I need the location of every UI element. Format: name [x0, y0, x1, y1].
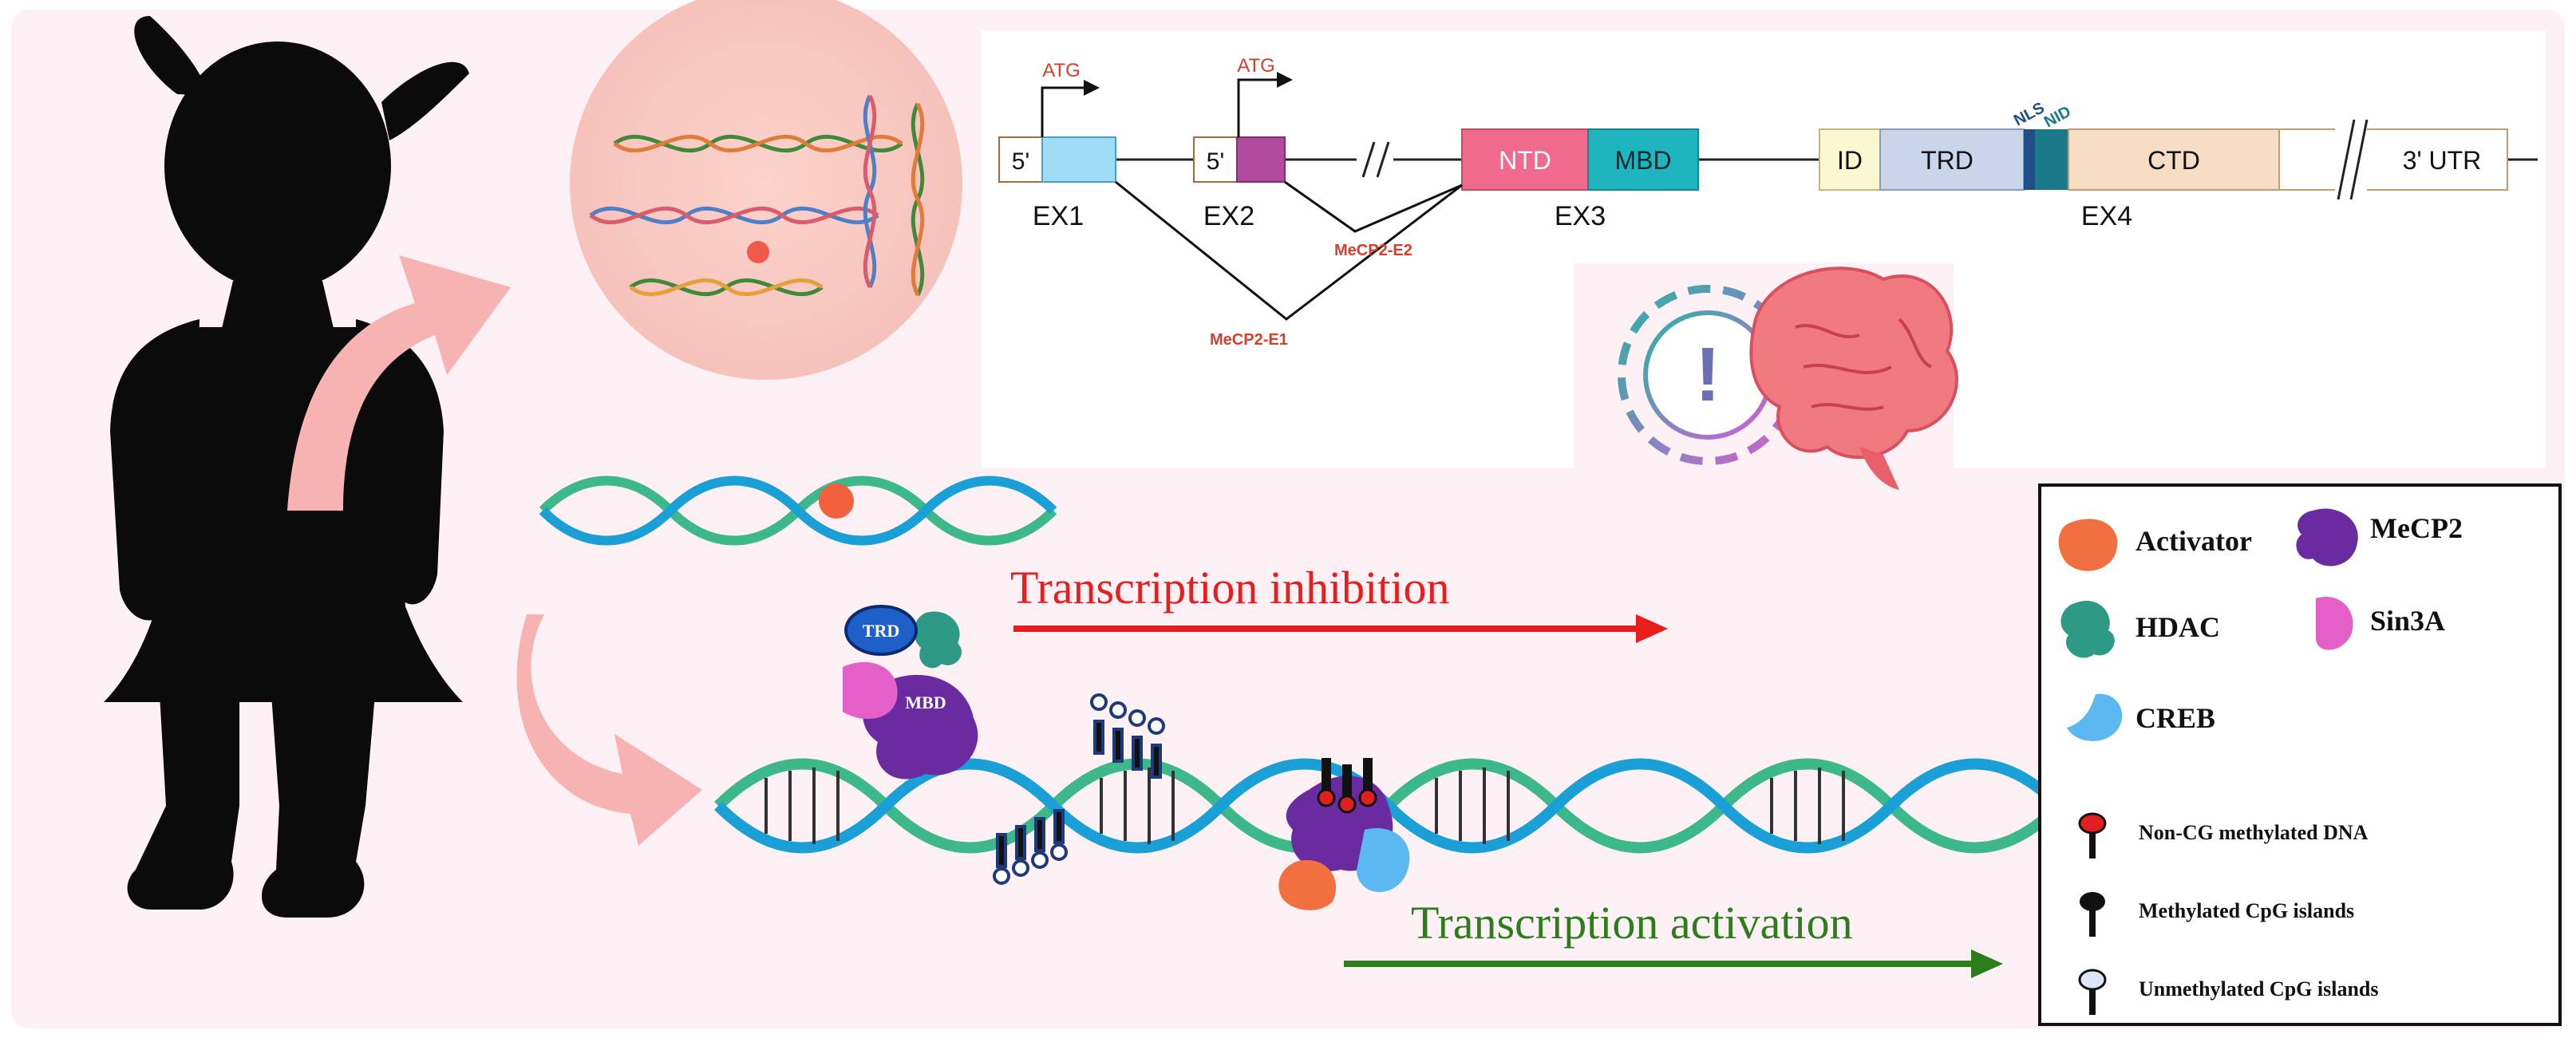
- pink-arrow-upper: [287, 255, 511, 511]
- inhibition-label: Transcription inhibition: [1010, 562, 1450, 614]
- inhibition-arrow: [1013, 614, 1668, 643]
- ex3-label: EX3: [1555, 201, 1606, 231]
- legend-hdac: HDAC: [2135, 611, 2220, 643]
- mbd-label: MBD: [1614, 146, 1671, 175]
- complex-trd-label: TRD: [863, 621, 899, 641]
- legend-non-cg: Non-CG methylated DNA: [2139, 821, 2369, 844]
- ctd-box: [2068, 128, 2280, 191]
- atg2-arrow: [1237, 78, 1277, 137]
- legend-creb: CREB: [2135, 702, 2215, 734]
- ex2-5prime-box: [1193, 136, 1238, 183]
- ex4-utr-box: [2278, 128, 2508, 191]
- creb-icon: [2067, 693, 2123, 741]
- mbd-box: [1587, 128, 1699, 191]
- atg1-arrow: [1041, 86, 1084, 137]
- trd-label: TRD: [1921, 146, 1973, 175]
- dna-cluster-circle: [570, 0, 962, 380]
- ex1-box: [1041, 136, 1116, 183]
- ex4-label: EX4: [2081, 201, 2132, 231]
- isoform-e2-label: MeCP2-E2: [1334, 242, 1412, 259]
- activation-complex: [1278, 758, 1410, 910]
- splice-e2: [1284, 180, 1463, 233]
- ex1-label: EX1: [1033, 201, 1084, 231]
- mecp2-icon: [2296, 508, 2358, 566]
- legend-sin3a: Sin3A: [2370, 605, 2445, 637]
- cpg-markers-lower: [993, 809, 1068, 885]
- brain-gear-icon: !: [1574, 263, 1958, 490]
- methylated-cpg-icon: [2080, 892, 2105, 937]
- nid-box: [2035, 129, 2068, 190]
- atg2-label: ATG: [1237, 55, 1275, 77]
- id-box: [1819, 128, 1881, 191]
- ctd-label: CTD: [2147, 146, 2200, 175]
- legend-activator: Activator: [2135, 525, 2252, 557]
- activation-label: Transcription activation: [1411, 897, 1853, 949]
- pink-arrow-lower: [516, 614, 702, 846]
- legend-mecp2: MeCP2: [2370, 512, 2463, 544]
- ex2-box: [1236, 136, 1286, 183]
- legend-box: [2038, 483, 2562, 1026]
- complex-mbd-label: MBD: [905, 693, 946, 712]
- trd-box: [1879, 128, 2025, 191]
- legend-unmethylated-cpg: Unmethylated CpG islands: [2139, 977, 2379, 1001]
- ntd-label: NTD: [1499, 146, 1551, 175]
- legend: Activator MeCP2 HDAC Sin3A CREB Non-CG m…: [2038, 483, 2562, 1026]
- break-mark: [1361, 141, 1376, 178]
- legend-methylated-cpg: Methylated CpG islands: [2139, 899, 2354, 922]
- utr-break-mark: [2337, 119, 2356, 200]
- unmethylated-cpg-icon: [2078, 969, 2107, 1015]
- child-silhouette-icon: [104, 16, 469, 918]
- hdac-icon: [2060, 600, 2115, 658]
- activator-icon: [2058, 519, 2118, 571]
- non-cg-methylated-icon: [2078, 812, 2107, 858]
- splice-e1: [1115, 180, 1463, 321]
- svg-text:!: !: [1695, 332, 1721, 417]
- id-label: ID: [1837, 146, 1863, 175]
- ex2-5prime-label: 5': [1207, 148, 1224, 175]
- repression-complex: [843, 605, 978, 779]
- ex1-5prime-box: [998, 136, 1043, 183]
- atg1-label: ATG: [1042, 60, 1081, 81]
- ntd-box: [1461, 128, 1589, 191]
- dna-helix-small: [539, 476, 1057, 546]
- ex2-label: EX2: [1203, 201, 1254, 231]
- isoform-e1-label: MeCP2-E1: [1210, 331, 1288, 349]
- activation-arrow: [1344, 949, 2003, 978]
- ex1-5prime-label: 5': [1012, 148, 1029, 175]
- utr3-label: 3' UTR: [2403, 146, 2482, 175]
- nls-box: [2024, 129, 2035, 190]
- sin3a-icon: [2316, 597, 2353, 650]
